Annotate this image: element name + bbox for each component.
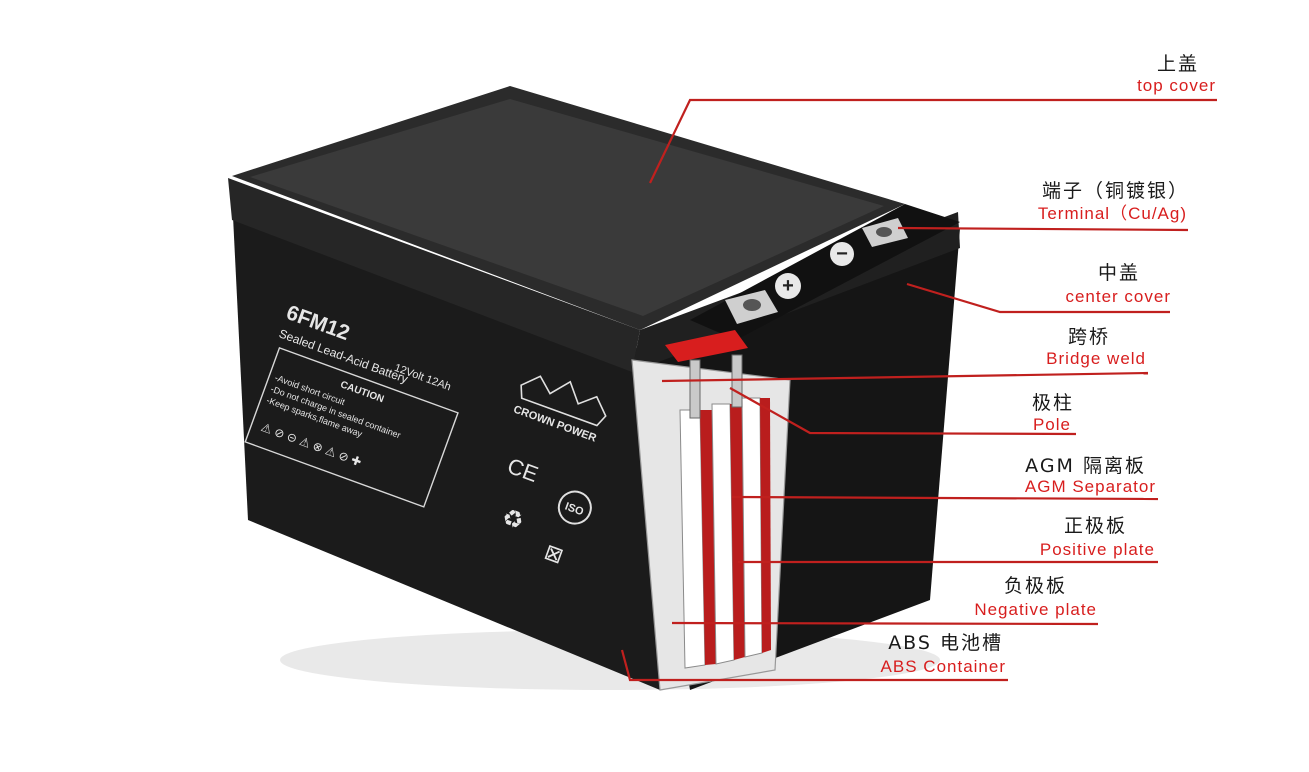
leader-abs-container xyxy=(620,649,1008,682)
positive-plate xyxy=(760,398,771,653)
leader-agm-separator xyxy=(731,495,1159,501)
label-top-cover: 上盖 top cover xyxy=(1137,53,1216,95)
label-en: Negative plate xyxy=(974,600,1097,619)
labels: 上盖 top cover 端子（铜镀银） Terminal（Cu/Ag) 中盖 … xyxy=(881,53,1216,676)
positive-plate xyxy=(700,410,716,665)
minus-icon: − xyxy=(830,242,854,266)
label-cn: 跨桥 xyxy=(1068,326,1110,348)
cutaway-cell xyxy=(631,330,791,691)
label-pole: 极柱 Pole xyxy=(1032,392,1074,434)
caution-box xyxy=(244,347,459,508)
pole xyxy=(731,354,743,408)
svg-text:+: + xyxy=(782,275,794,297)
battery-front-face xyxy=(232,196,660,690)
leader-pole xyxy=(729,387,1077,436)
label-cn: 极柱 xyxy=(1032,392,1074,414)
label-en: AGM Separator xyxy=(1025,477,1156,496)
label-en: Pole xyxy=(1033,415,1071,434)
leader-terminal xyxy=(897,226,1189,232)
plus-icon: + xyxy=(775,273,801,299)
pole xyxy=(689,359,701,419)
label-cn: 负极板 xyxy=(1004,575,1067,597)
label-cn: 上盖 xyxy=(1157,53,1199,75)
leader-negative-plate xyxy=(671,621,1099,626)
label-center-cover: 中盖 center cover xyxy=(1065,262,1171,306)
label-en: Bridge weld xyxy=(1046,349,1146,368)
label-en: ABS Container xyxy=(881,657,1006,676)
label-en: Terminal（Cu/Ag) xyxy=(1038,204,1187,223)
label-bridge-weld: 跨桥 Bridge weld xyxy=(1046,326,1146,368)
negative-terminal xyxy=(862,218,908,247)
label-cn: AGM 隔离板 xyxy=(1025,455,1146,477)
agm-separator xyxy=(741,397,763,658)
label-agm-separator: AGM 隔离板 AGM Separator xyxy=(1025,455,1156,496)
label-cn: ABS 电池槽 xyxy=(888,632,1003,654)
center-cover-front xyxy=(228,178,640,372)
leader-top-cover xyxy=(649,98,1217,184)
top-cover-panel xyxy=(250,99,884,316)
leader-lines xyxy=(620,98,1217,682)
leader-center-cover xyxy=(906,282,1170,314)
label-cn: 正极板 xyxy=(1064,515,1127,537)
label-positive-plate: 正极板 Positive plate xyxy=(1040,515,1155,559)
svg-text:−: − xyxy=(836,243,848,265)
label-en: Positive plate xyxy=(1040,540,1155,559)
positive-terminal xyxy=(725,290,778,324)
label-terminal: 端子（铜镀银） Terminal（Cu/Ag) xyxy=(1038,180,1189,223)
battery: + − 6FM12 Sealed Lead-Acid Battery 12Vol… xyxy=(228,86,960,691)
label-cn: 中盖 xyxy=(1098,262,1140,284)
label-negative-plate: 负极板 Negative plate xyxy=(974,575,1097,619)
label-abs-container: ABS 电池槽 ABS Container xyxy=(881,632,1006,676)
bridge-weld xyxy=(665,330,748,362)
positive-plate xyxy=(730,404,745,660)
label-en: center cover xyxy=(1065,287,1171,306)
label-en: top cover xyxy=(1137,76,1216,95)
leader-bridge-weld xyxy=(661,371,1149,383)
label-cn: 端子（铜镀银） xyxy=(1042,180,1189,202)
iso-mark-ring xyxy=(557,490,592,525)
